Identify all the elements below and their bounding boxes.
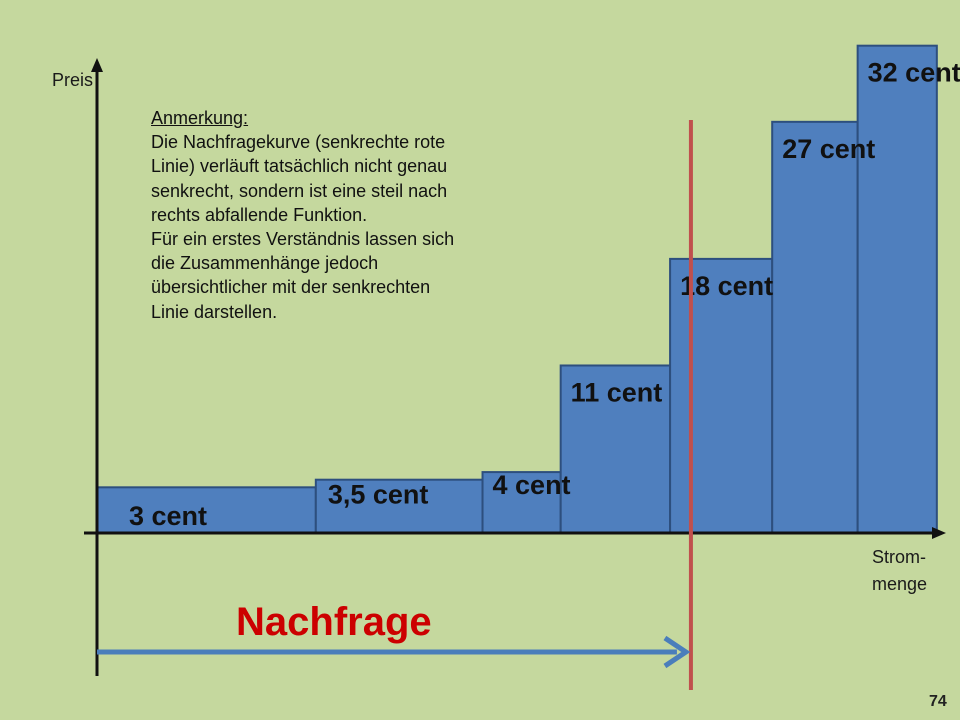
y-axis-arrowhead — [91, 58, 103, 72]
bar-label-5: 27 cent — [782, 134, 875, 164]
bar-5 — [771, 120, 859, 534]
x-axis-label-line1: Strom- — [872, 547, 926, 567]
annotation-line: Linie) verläuft tatsächlich nicht genau — [151, 156, 448, 177]
annotation-line: rechts abfallende Funktion. — [151, 204, 368, 225]
annotation-line: die Zusammenhänge jedoch — [151, 253, 379, 274]
annotation-line: Linie darstellen. — [151, 301, 278, 322]
annotation-title: Anmerkung: — [151, 108, 249, 128]
x-axis-label-line2: menge — [872, 574, 928, 594]
bar-6 — [856, 44, 938, 535]
annotation-line: Die Nachfragekurve (senkrechte rote — [151, 132, 446, 153]
bar-label-2: 4 cent — [493, 470, 571, 500]
x-axis-label: Strom- menge — [872, 544, 927, 598]
bar-label-3: 11 cent — [571, 377, 663, 407]
bar-label-6: 32 cent — [868, 58, 960, 88]
demand-layer — [97, 120, 693, 690]
annotation-note: Anmerkung: Die Nachfragekurve (senkrecht… — [151, 106, 561, 324]
bar-4 — [669, 257, 774, 534]
bar-3 — [559, 364, 672, 534]
labels-layer: 3 cent 3,5 cent 4 cent 11 cent 18 cent 27 cen… — [129, 58, 960, 531]
axes-layer — [84, 58, 946, 676]
bar-label-0: 3 cent — [129, 501, 207, 531]
annotation-line: übersichtlicher mit der senkrechten — [151, 277, 431, 298]
bars-layer — [96, 44, 938, 535]
x-axis-arrowhead — [932, 527, 946, 539]
bar-1 — [314, 478, 484, 535]
page-number: 74 — [929, 693, 947, 710]
demand-arrowhead — [663, 635, 691, 669]
demand-label: Nachfrage — [236, 600, 432, 644]
bar-label-1: 3,5 cent — [328, 480, 429, 510]
annotation-line: senkrecht, sondern ist eine steil nach — [151, 180, 448, 201]
bar-label-4: 18 cent — [680, 271, 773, 301]
annotation-line: Für ein erstes Verständnis lassen sich — [151, 229, 455, 250]
y-axis-label: Preis — [52, 70, 94, 90]
